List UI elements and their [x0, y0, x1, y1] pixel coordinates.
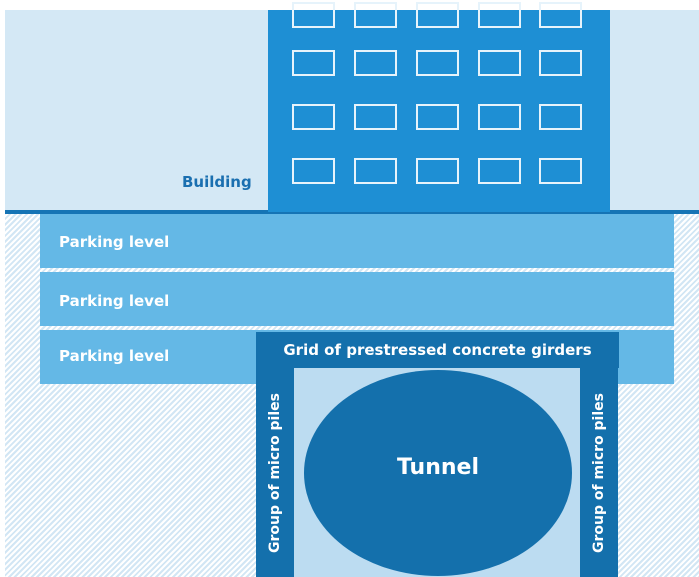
building-window [354, 104, 397, 130]
building-window [292, 50, 335, 76]
building-window [539, 104, 582, 130]
micro-piles-left-label: Group of micro piles [267, 392, 283, 553]
girder-grid: Grid of prestressed concrete girders [256, 332, 619, 368]
building-window [539, 158, 582, 184]
tunnel-label: Tunnel [396, 455, 480, 480]
building-window [292, 158, 335, 184]
building-window [539, 50, 582, 76]
parking-level-2: Parking level [40, 272, 674, 326]
girder-grid-label: Grid of prestressed concrete girders [283, 341, 592, 359]
tunnel [304, 370, 572, 576]
micro-piles-right: Group of micro piles [580, 368, 618, 577]
building-window [539, 2, 582, 28]
building-window [416, 158, 459, 184]
building-window [354, 50, 397, 76]
parking-level-label: Parking level [59, 292, 170, 310]
building [268, 2, 610, 212]
building-window [478, 50, 521, 76]
building-window [292, 104, 335, 130]
micro-piles-right-label: Group of micro piles [591, 392, 607, 553]
ground-surface-line [5, 210, 699, 214]
building-window [478, 104, 521, 130]
building-window [354, 2, 397, 28]
building-window [416, 2, 459, 28]
parking-level-label: Parking level [59, 347, 170, 365]
building-window [416, 104, 459, 130]
parking-level-label: Parking level [59, 233, 170, 251]
building-window [478, 158, 521, 184]
parking-level-1: Parking level [40, 214, 674, 268]
building-window [416, 50, 459, 76]
building-window [292, 2, 335, 28]
building-window [354, 158, 397, 184]
building-window [478, 2, 521, 28]
building-label: Building [182, 173, 252, 191]
micro-piles-left: Group of micro piles [256, 368, 294, 577]
